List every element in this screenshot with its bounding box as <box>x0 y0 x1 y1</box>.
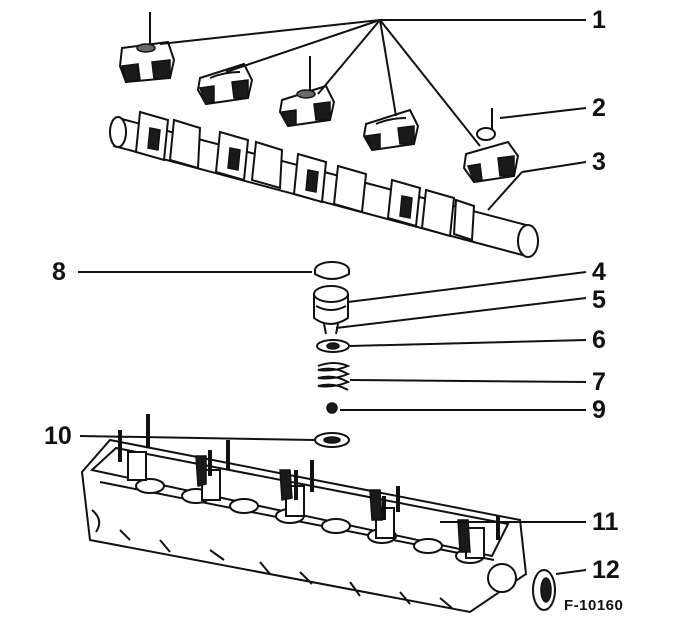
callout-12: 12 <box>592 556 620 584</box>
callout-8: 8 <box>52 258 66 286</box>
callout-2: 2 <box>592 94 606 122</box>
figure-code: F-10160 <box>564 597 623 614</box>
camshaft-oil-seal <box>532 569 556 611</box>
callout-9: 9 <box>592 396 606 424</box>
bearing-cap-1 <box>118 12 176 84</box>
bearing-cap-5 <box>462 108 520 184</box>
callout-1: 1 <box>592 6 606 34</box>
bearing-cap-4 <box>362 108 420 152</box>
leader-lines <box>78 19 587 575</box>
valve-cotters <box>323 323 339 335</box>
valve-stem-seal <box>326 402 338 414</box>
callout-6: 6 <box>592 326 606 354</box>
callout-labels: 1 2 3 4 5 6 7 8 9 10 11 12 <box>44 6 620 584</box>
shim <box>314 261 350 280</box>
camshaft <box>109 110 539 258</box>
spring-seat <box>314 432 350 448</box>
bearing-cap-2 <box>196 62 254 106</box>
bearing-cap-3 <box>278 56 336 128</box>
callout-4: 4 <box>592 258 606 286</box>
callout-10: 10 <box>44 422 72 450</box>
callout-11: 11 <box>592 508 619 536</box>
callout-5: 5 <box>592 286 606 314</box>
valve-spring <box>317 362 351 391</box>
cylinder-head <box>80 414 528 614</box>
callout-3: 3 <box>592 148 606 176</box>
bucket-tappet <box>313 285 349 325</box>
callout-7: 7 <box>592 368 606 396</box>
spring-retainer <box>316 339 350 353</box>
